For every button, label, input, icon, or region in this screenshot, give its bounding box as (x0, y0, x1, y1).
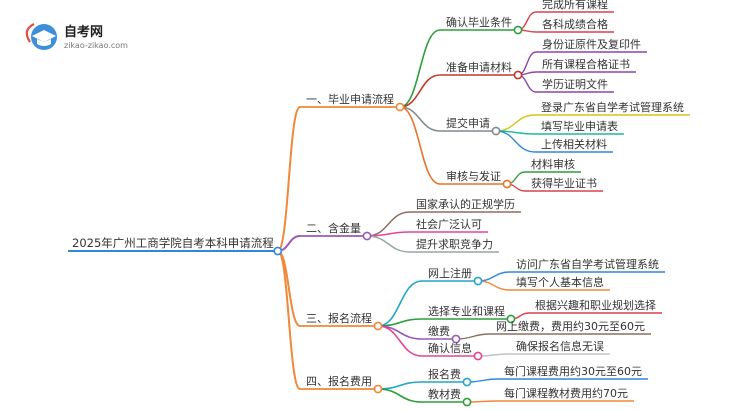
branch-2-item-3[interactable]: 提升求职竞争力 (416, 237, 493, 251)
link-branch-4-sub-1-leaf-1 (466, 378, 499, 383)
branch-1-sub-3[interactable]: 提交申请 (446, 116, 490, 130)
link-branch-1 (276, 106, 301, 252)
branch-3-sub-2[interactable]: 选择专业和课程 (428, 304, 505, 318)
branch-1-sub-3-leaf-3[interactable]: 上传相关材料 (541, 137, 607, 151)
branch-4-sub-1-handle[interactable] (462, 377, 472, 387)
link-branch-3-sub-3 (377, 325, 423, 340)
logo-title: 自考网 (64, 24, 103, 40)
branch-1-sub-1[interactable]: 确认毕业条件 (446, 15, 512, 29)
branch-3-sub-3[interactable]: 缴费 (428, 324, 450, 338)
branch-4-sub-1[interactable]: 报名费 (428, 367, 461, 381)
branch-3-sub-4-leaf-1[interactable]: 确保报名信息无误 (516, 339, 604, 353)
branch-1-sub-2-leaf-1[interactable]: 身份证原件及复印件 (542, 37, 641, 51)
link-branch-3-sub-1 (377, 280, 423, 327)
branch-4-sub-2[interactable]: 教材费 (428, 387, 461, 401)
site-logo: 自考网 zikao-zikao.com (25, 23, 128, 50)
branch-3-sub-2-handle[interactable] (506, 314, 516, 324)
link-branch-1-sub-4 (399, 106, 441, 185)
branch-3-sub-1-leaf-2[interactable]: 填写个人基本信息 (516, 275, 604, 289)
branch-1-handle[interactable] (395, 102, 405, 112)
branch-1-sub-3-leaf-1[interactable]: 登录广东省自学考试管理系统 (541, 100, 684, 114)
branch-1-sub-1-leaf-1[interactable]: 完成所有课程 (542, 0, 608, 11)
graduation-cap-icon (25, 23, 57, 50)
branch-3-sub-1-handle[interactable] (473, 276, 483, 286)
link-branch-1-sub-3-leaf-1 (495, 114, 536, 132)
branch-4-sub-1-leaf-1[interactable]: 每门课程费用约30元至60元 (504, 364, 642, 378)
branch-2-item-2[interactable]: 社会广泛认可 (416, 217, 482, 231)
link-branch-4-sub-2-leaf-1 (466, 400, 499, 403)
branch-1-sub-2-leaf-2[interactable]: 所有课程合格证书 (542, 57, 630, 71)
branch-3-sub-2-leaf-1[interactable]: 根据兴趣和职业规划选择 (535, 298, 656, 312)
branch-4-handle[interactable] (373, 384, 383, 394)
branch-1-sub-3-leaf-2[interactable]: 填写毕业申请表 (541, 119, 618, 133)
root-node[interactable]: 2025年广州工商学院自考本科申请流程 (72, 236, 274, 250)
branch-2-item-1[interactable]: 国家承认的正规学历 (416, 197, 515, 211)
branch-1-sub-3-handle[interactable] (491, 126, 501, 136)
branch-1-sub-4-leaf-1[interactable]: 材料审核 (531, 157, 575, 171)
link-branch-1-sub-2 (399, 74, 441, 108)
root-node-handle[interactable] (273, 246, 283, 256)
branch-1-sub-4-handle[interactable] (502, 179, 512, 189)
link-branch-4-sub-1 (377, 381, 423, 390)
branch-4[interactable]: 四、报名费用 (306, 374, 372, 388)
branch-1-sub-4-leaf-2[interactable]: 获得毕业证书 (531, 177, 597, 190)
link-branch-3-sub-1-leaf-1 (477, 271, 511, 282)
link-branch-3-sub-4 (377, 325, 423, 357)
branch-1[interactable]: 一、毕业申请流程 (306, 92, 394, 106)
link-branch-2-item-3 (366, 235, 411, 253)
logo-url: zikao-zikao.com (64, 41, 128, 50)
link-branch-2-item-2 (366, 231, 411, 237)
branch-3-sub-4[interactable]: 确认信息 (428, 341, 472, 355)
branch-3-sub-3-leaf-1[interactable]: 网上缴费，费用约30元至60元 (496, 319, 645, 333)
branch-1-sub-2-leaf-3[interactable]: 学历证明文件 (542, 77, 608, 91)
branch-1-sub-4[interactable]: 审核与发证 (446, 169, 501, 183)
link-branch-4-sub-2 (377, 388, 423, 403)
branch-3-sub-4-handle[interactable] (473, 351, 483, 361)
link-branch-1-sub-3 (399, 106, 441, 132)
branch-1-sub-1-handle[interactable] (513, 25, 523, 35)
branch-1-sub-1-leaf-2[interactable]: 各科成绩合格 (542, 17, 608, 31)
branch-4-sub-2-leaf-1[interactable]: 每门课程教材费用约70元 (504, 386, 628, 400)
link-branch-1-sub-1 (399, 29, 441, 108)
branch-3[interactable]: 三、报名流程 (306, 311, 372, 325)
branch-1-sub-2-handle[interactable] (513, 70, 523, 80)
branch-3-sub-1-leaf-1[interactable]: 访问广东省自学考试管理系统 (516, 257, 659, 271)
link-branch-4 (276, 250, 301, 390)
branch-2[interactable]: 二、含金量 (306, 221, 361, 235)
branch-4-sub-2-handle[interactable] (462, 397, 472, 407)
link-branch-3-sub-1-leaf-2 (477, 280, 511, 291)
branch-3-handle[interactable] (373, 321, 383, 331)
branch-2-handle[interactable] (362, 231, 372, 241)
branch-3-sub-3-handle[interactable] (451, 334, 461, 344)
link-branch-3-sub-3-leaf-1 (455, 333, 491, 340)
branch-3-sub-1[interactable]: 网上注册 (428, 266, 472, 280)
branch-1-sub-2[interactable]: 准备申请材料 (446, 60, 512, 74)
link-branch-3-sub-4-leaf-1 (477, 353, 511, 357)
link-branch-3-sub-2 (377, 318, 423, 327)
node-layer: 2025年广州工商学院自考本科申请流程 一、毕业申请流程 确认毕业条件 完成所有课程各… (68, 0, 690, 407)
